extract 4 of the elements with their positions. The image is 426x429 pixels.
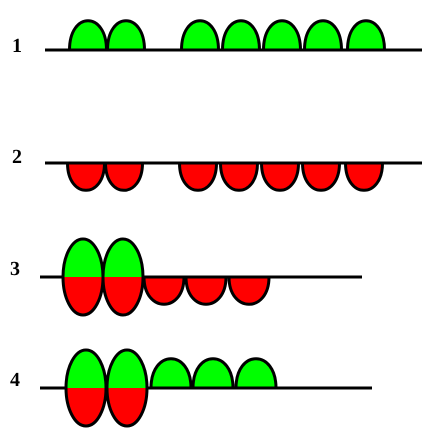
row-number: 1 — [12, 36, 22, 56]
row-number: 3 — [10, 259, 20, 279]
row-number: 2 — [12, 147, 22, 167]
row-number: 4 — [10, 370, 20, 390]
